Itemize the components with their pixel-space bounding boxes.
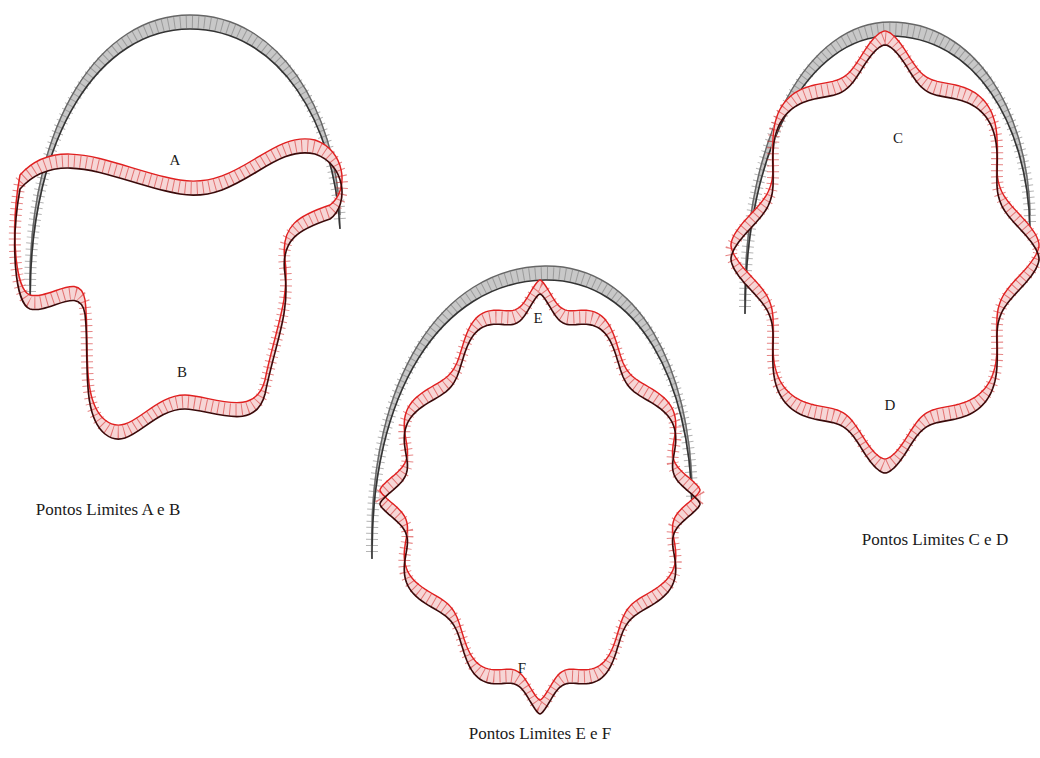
- buckled-arch: [380, 282, 700, 702]
- undeformed-arch: [745, 28, 1030, 306]
- buckled-arch: [380, 285, 700, 705]
- limit-point-label: C: [893, 130, 903, 147]
- buckled-arch: [380, 280, 700, 700]
- figure-caption: Pontos Limites C e D: [862, 531, 1008, 550]
- buckled-arch: [731, 43, 1039, 471]
- buckled-arch: [731, 32, 1039, 460]
- figure-caption: Pontos Limites A e B: [36, 501, 181, 520]
- buckled-arch: [380, 291, 700, 711]
- buckled-arch: [731, 40, 1039, 468]
- undeformed-arch: [745, 25, 1030, 303]
- undeformed-arch: [372, 278, 692, 557]
- undeformed-arch: [372, 273, 692, 552]
- undeformed-arch: [745, 22, 1030, 300]
- buckled-arch: [15, 153, 342, 439]
- undeformed-arch: [745, 26, 1030, 304]
- undeformed-arch: [745, 35, 1030, 313]
- buckled-arch: [731, 35, 1039, 463]
- undeformed-arch: [372, 275, 692, 554]
- undeformed-arch: [745, 24, 1030, 302]
- buckled-arch: [731, 44, 1039, 472]
- buckled-arch: [731, 42, 1039, 470]
- limit-point-label: B: [177, 364, 187, 381]
- undeformed-arch: [745, 36, 1030, 314]
- buckled-arch: [15, 139, 342, 425]
- limit-point-label: F: [518, 660, 526, 677]
- undeformed-arch: [745, 27, 1030, 305]
- undeformed-arch: [745, 30, 1030, 308]
- buckled-arch: [380, 288, 700, 708]
- buckled-arch: [380, 293, 700, 713]
- buckled-arch: [15, 146, 342, 432]
- buckled-arch: [731, 34, 1039, 462]
- undeformed-arch: [372, 271, 692, 550]
- undeformed-arch: [372, 280, 692, 559]
- buckled-arch: [731, 36, 1039, 464]
- buckled-arch: [731, 38, 1039, 466]
- buckled-arch: [380, 292, 700, 712]
- undeformed-arch: [745, 34, 1030, 312]
- buckled-arch: [380, 284, 700, 704]
- undeformed-arch: [372, 272, 692, 551]
- buckled-arch: [380, 281, 700, 701]
- buckled-arch: [380, 287, 700, 707]
- limit-point-label: A: [170, 152, 181, 169]
- limit-point-label: D: [885, 397, 896, 414]
- buckled-arch: [380, 286, 700, 706]
- buckled-arch: [380, 287, 700, 707]
- undeformed-arch: [372, 274, 692, 553]
- buckled-arch: [380, 294, 700, 714]
- buckled-arch: [731, 39, 1039, 467]
- buckled-arch: [15, 147, 342, 433]
- buckled-arch: [15, 146, 342, 432]
- buckled-arch: [380, 290, 700, 710]
- buckled-arch: [731, 33, 1039, 461]
- buckled-arch: [380, 283, 700, 703]
- buckled-arch: [731, 41, 1039, 469]
- undeformed-arch: [745, 29, 1030, 307]
- undeformed-arch: [372, 270, 692, 549]
- undeformed-arch: [372, 279, 692, 558]
- buckled-arch: [380, 289, 700, 709]
- figure-caption: Pontos Limites E e F: [469, 725, 612, 744]
- buckled-arch: [731, 38, 1039, 466]
- limit-point-label: E: [533, 310, 542, 327]
- buckled-arch: [731, 45, 1039, 473]
- buckled-arch: [731, 31, 1039, 459]
- undeformed-arch: [745, 23, 1030, 301]
- undeformed-arch: [372, 273, 692, 552]
- buckled-arch: [731, 37, 1039, 465]
- undeformed-arch: [745, 29, 1030, 307]
- ribbon-group: [15, 15, 1039, 714]
